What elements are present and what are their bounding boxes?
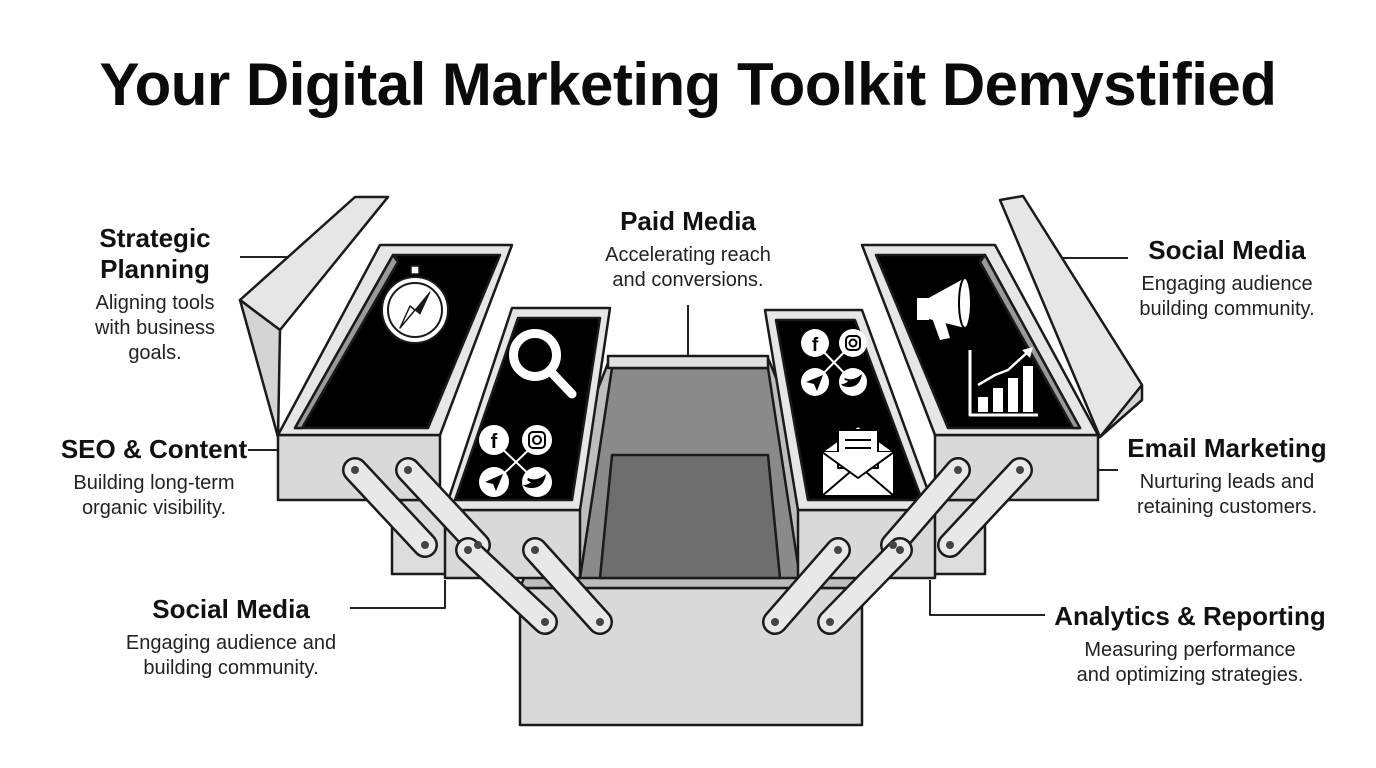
label-social-media-left-heading: Social Media [152, 594, 310, 624]
svg-text:f: f [812, 335, 819, 356]
social-icons-cluster-right: f [801, 329, 867, 396]
label-paid-media: Paid Media Accelerating reach and conver… [578, 206, 798, 293]
label-social-media-right: Social Media Engaging audience building … [1112, 235, 1342, 322]
label-seo-content-desc: Building long-term organic visibility. [73, 472, 235, 519]
label-social-media-right-desc: Engaging audience building community. [1139, 273, 1315, 320]
label-email-marketing-heading: Email Marketing [1127, 433, 1327, 463]
magnifier-icon [509, 329, 577, 399]
right-lid [998, 194, 1144, 439]
label-email-marketing-desc: Nurturing leads and retaining customers. [1136, 471, 1318, 518]
compass-icon [381, 265, 449, 344]
label-paid-media-desc: Accelerating reach and conversions. [605, 244, 771, 291]
label-social-media-left: Social Media Engaging audience and build… [106, 594, 356, 681]
label-seo-content: SEO & Content Building long-term organic… [40, 434, 268, 521]
left-lid [238, 195, 390, 439]
label-social-media-left-desc: Engaging audience and building community… [125, 632, 337, 679]
page-title: Your Digital Marketing Toolkit Demystifi… [99, 51, 1277, 118]
label-social-media-right-heading: Social Media [1148, 235, 1306, 265]
megaphone-icon [917, 277, 992, 340]
left-outer-tray [276, 243, 514, 502]
label-analytics-reporting-desc: Measuring performance and optimizing str… [1076, 639, 1304, 686]
label-strategic-planning-desc: Aligning tools with business goals. [94, 292, 216, 364]
label-paid-media-heading: Paid Media [620, 206, 756, 236]
label-seo-content-heading: SEO & Content [60, 434, 248, 464]
bar-chart-icon [968, 347, 1038, 417]
label-email-marketing: Email Marketing Nurturing leads and reta… [1112, 433, 1342, 520]
label-analytics-reporting-heading: Analytics & Reporting [1054, 601, 1326, 631]
label-strategic-planning-heading: Strategic Planning [99, 223, 211, 284]
social-icons-cluster-left: f [479, 425, 552, 497]
envelope-icon [821, 425, 895, 497]
connector-lines [240, 256, 1128, 616]
label-strategic-planning: Strategic Planning Aligning tools with b… [40, 223, 270, 366]
hinge-arms [342, 457, 1033, 635]
svg-text:f: f [491, 431, 498, 453]
label-analytics-reporting: Analytics & Reporting Measuring performa… [1050, 601, 1330, 688]
